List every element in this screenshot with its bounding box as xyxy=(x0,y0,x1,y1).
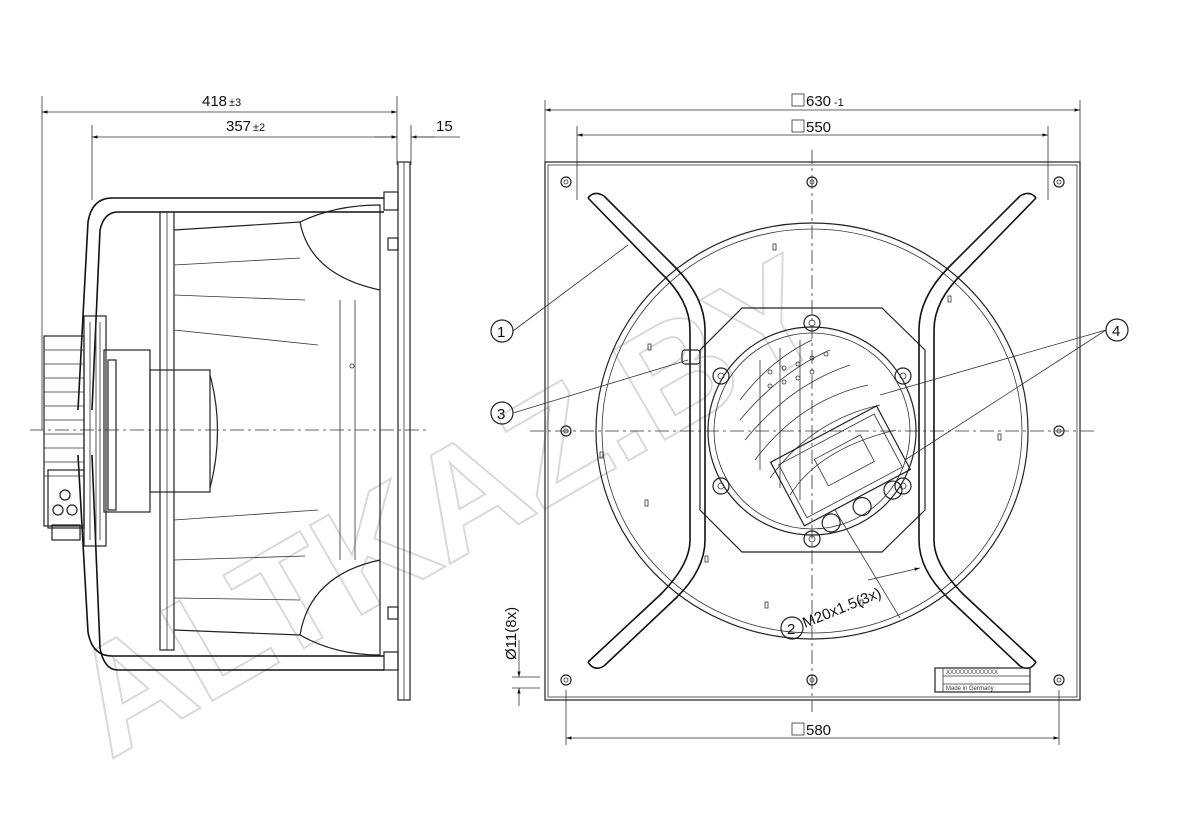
motor-bolts xyxy=(712,314,912,548)
callout-1: 1 xyxy=(490,319,514,343)
svg-text:1: 1 xyxy=(497,324,505,341)
nameplate: XXXXXXXXXXXXX Made in Germany xyxy=(934,667,1031,693)
callout-2: 2 xyxy=(780,616,804,640)
dim-630-tolerance: -1 xyxy=(834,97,844,109)
svg-text:Made in Germany: Made in Germany xyxy=(946,686,994,692)
svg-text:XXXXXXXXXXXXX: XXXXXXXXXXXXX xyxy=(946,670,998,676)
dim-580-value: 580 xyxy=(806,722,831,739)
dim-418-value: 418 xyxy=(202,93,227,110)
svg-text:ALTKAZ.BY: ALTKAZ.BY xyxy=(42,223,852,788)
svg-text:2: 2 xyxy=(787,621,795,638)
dim-418-tolerance: ±3 xyxy=(229,97,241,109)
guard-bars xyxy=(587,192,1037,670)
side-view: 418 ±3 357 ±2 15 xyxy=(30,93,540,706)
callout-4: 4 xyxy=(1105,318,1129,342)
dim-550-value: 550 xyxy=(806,119,831,136)
callout-3: 3 xyxy=(490,401,514,425)
svg-text:4: 4 xyxy=(1112,323,1120,340)
dim-15-value: 15 xyxy=(436,118,453,135)
dim-357-tolerance: ±2 xyxy=(253,122,265,134)
svg-text:3: 3 xyxy=(497,406,505,423)
watermark: ALTKAZ.BY xyxy=(41,222,853,789)
dim-hole-diameter: Ø11(8x) xyxy=(503,607,520,660)
dim-357-value: 357 xyxy=(226,118,251,135)
terminal-box xyxy=(769,405,912,533)
dim-630-value: 630 xyxy=(806,93,831,110)
